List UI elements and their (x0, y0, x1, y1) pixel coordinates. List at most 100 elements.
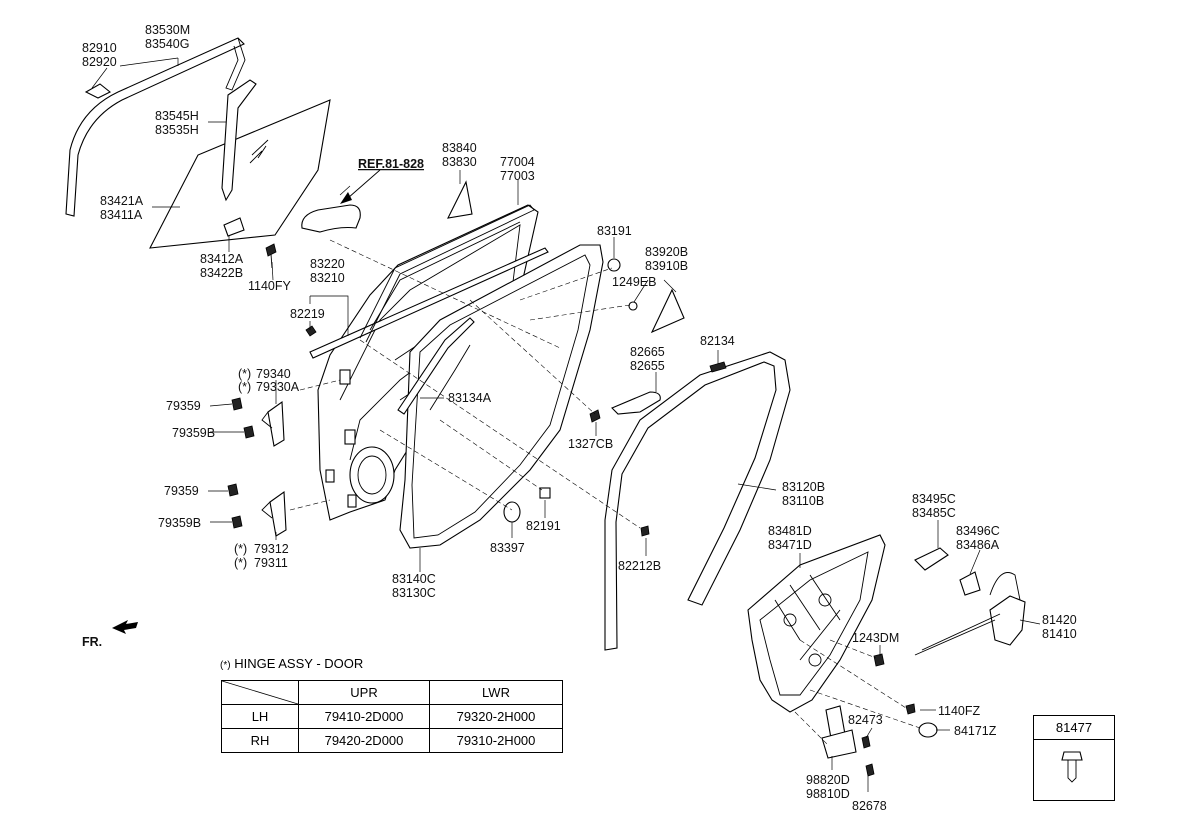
label-82665: 82665 (630, 345, 665, 359)
window-regulator (747, 534, 886, 713)
label-82920: 82920 (82, 55, 117, 69)
clip-1327CB (589, 409, 601, 423)
rear-channel (221, 79, 257, 202)
label-83191: 83191 (597, 224, 632, 238)
fr-label: FR. (82, 635, 102, 649)
label-81420: 81420 (1042, 613, 1077, 627)
label-77004: 77004 (500, 155, 535, 169)
label-83540G: 83540G (145, 37, 189, 51)
label-83545H: 83545H (155, 109, 199, 123)
label-83130C: 83130C (392, 586, 436, 600)
hinge-table: UPR LWR LH 79410-2D000 79320-2H000 RH 79… (221, 680, 563, 753)
bolt-82473 (861, 735, 871, 749)
label-1249EB: 1249EB (612, 275, 656, 289)
label-83830: 83830 (442, 155, 477, 169)
delta-cover (447, 180, 473, 219)
inner-weatherstrip (399, 244, 604, 549)
clip-82910 (84, 83, 112, 99)
label-77003: 77003 (500, 169, 535, 183)
label-83495C: 83495C (912, 492, 956, 506)
label-82910: 82910 (82, 41, 117, 55)
label-79359-lower: 79359 (164, 484, 199, 498)
part-box-label: 81477 (1034, 716, 1114, 740)
door-latch (914, 572, 1026, 656)
label-83411A: 83411A (100, 208, 143, 222)
label-83210: 83210 (310, 271, 345, 285)
label-82473: 82473 (848, 713, 883, 727)
ref-label: REF.81-828 (358, 157, 424, 171)
pad-82134 (709, 361, 727, 373)
screw-81477 (1061, 751, 1083, 783)
label-83530M: 83530M (145, 23, 190, 37)
table-header-lwr: LWR (429, 680, 563, 705)
hinge-note-mark: (*) (220, 660, 231, 671)
label-83485C: 83485C (912, 506, 956, 520)
label-1327CB: 1327CB (568, 437, 613, 451)
clip-82212B (640, 525, 650, 537)
label-83422B: 83422B (200, 266, 243, 280)
label-83120B: 83120B (782, 480, 825, 494)
label-84171Z: 84171Z (954, 724, 997, 738)
corner-diagonal (222, 681, 298, 704)
corner-trim (650, 288, 685, 334)
belt-weatherstrip (309, 247, 549, 359)
bolt-1249EB (628, 301, 638, 311)
label-1140FY: 1140FY (248, 279, 292, 293)
glass-guide (397, 317, 475, 415)
label-83910B: 83910B (645, 259, 688, 273)
label-83134A: 83134A (448, 391, 492, 405)
rod-83495C (914, 547, 949, 571)
label-83397: 83397 (490, 541, 525, 555)
label-83421A: 83421A (100, 194, 144, 208)
table-header-upr: UPR (298, 680, 430, 705)
label-79359-upper: 79359 (166, 399, 201, 413)
pad-82191 (539, 487, 551, 499)
hinge-mark-79312: (*) (234, 542, 247, 556)
label-82191: 82191 (526, 519, 561, 533)
frame-strip (359, 204, 535, 343)
table-cell-side: RH (221, 728, 299, 753)
hinge-note: (*) HINGE ASSY - DOOR (220, 656, 363, 671)
label-83481D: 83481D (768, 524, 812, 538)
hinge-mark-79330A: (*) (238, 380, 251, 394)
inside-handle (611, 391, 661, 415)
label-81410: 81410 (1042, 627, 1077, 641)
label-79311: 79311 (254, 556, 288, 570)
hinge-note-text: HINGE ASSY - DOOR (234, 656, 364, 671)
label-83220: 83220 (310, 257, 345, 271)
table-row: LH 79410-2D000 79320-2H000 (221, 704, 563, 729)
label-79359B-upper: 79359B (172, 426, 215, 440)
plug-84171Z (918, 722, 938, 738)
table-cell-lwr: 79310-2H000 (429, 728, 563, 753)
bolt-1140FZ (905, 703, 916, 715)
label-83471D: 83471D (768, 538, 812, 552)
label-1140FZ: 1140FZ (938, 704, 981, 718)
label-79340: 79340 (256, 367, 291, 381)
label-82678: 82678 (852, 799, 887, 813)
label-83486A: 83486A (956, 538, 1000, 552)
label-79330A: 79330A (256, 380, 300, 394)
glass-channel-strip (65, 37, 246, 217)
label-79312: 79312 (254, 542, 289, 556)
hinge-mark-79311: (*) (234, 556, 247, 570)
label-82212B: 82212B (618, 559, 661, 573)
opening-trim (604, 351, 791, 651)
label-82655: 82655 (630, 359, 665, 373)
leader-lines (91, 57, 1041, 792)
label-83496C: 83496C (956, 524, 1000, 538)
bolt-82678 (865, 763, 875, 777)
hinge-upper (231, 397, 285, 447)
label-83535H: 83535H (155, 123, 199, 137)
hinge-lower (227, 483, 287, 537)
label-82219: 82219 (290, 307, 325, 321)
hinge-mark-79340: (*) (238, 367, 251, 381)
rod-83496C (959, 571, 981, 596)
table-corner-cell (221, 680, 299, 705)
label-98820D: 98820D (806, 773, 850, 787)
clip-82219 (305, 325, 317, 337)
front-arrow-icon (112, 620, 138, 634)
table-row: RH 79420-2D000 79310-2H000 (221, 728, 563, 753)
door-glass (149, 99, 331, 249)
table-header-row: UPR LWR (221, 680, 563, 705)
